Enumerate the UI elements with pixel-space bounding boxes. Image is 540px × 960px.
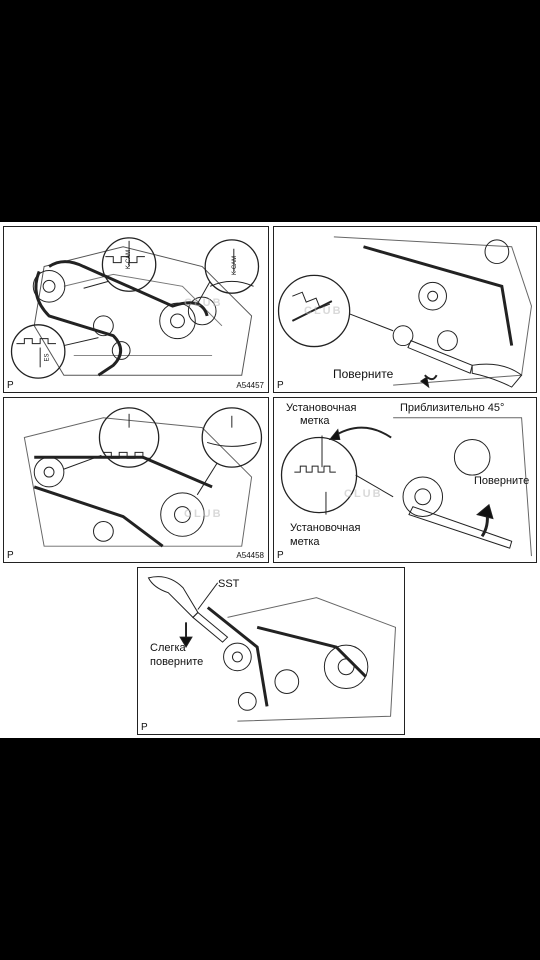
watermark: CLUB (184, 297, 223, 309)
set-mark-top-line2: метка (300, 415, 330, 427)
slight-turn-line2: поверните (150, 656, 204, 668)
turn-label: Поверните (474, 475, 530, 487)
engine-drawing-2 (277, 236, 532, 389)
sst-label: SST (218, 578, 240, 590)
panel-corner-letter: P (277, 550, 284, 561)
mark-es: ES (44, 353, 51, 362)
approx-45-label: Приблизительно 45° (400, 402, 505, 414)
panel-timing-marks-2: CLUB P A54458 (3, 397, 269, 563)
slight-turn-line1: Слегка (150, 642, 186, 654)
mark-k-cam-a: K-CAM (126, 249, 133, 270)
panel-sst-tool: SST Слегка поверните P (137, 567, 405, 735)
panel-turn-wrench: Поверните CLUB P (273, 226, 537, 393)
mark-k-cam-b: K-CAM (232, 255, 239, 276)
figure-code: A54457 (236, 381, 264, 390)
panel-corner-letter: P (7, 380, 14, 391)
panel-corner-letter: P (7, 550, 14, 561)
watermark: CLUB (304, 305, 343, 317)
figure-code: A54458 (236, 551, 264, 560)
watermark: CLUB (344, 488, 383, 500)
set-mark-bottom-line1: Установочная (290, 522, 361, 534)
panel-corner-letter: P (277, 380, 284, 391)
set-mark-top-line1: Установочная (286, 402, 357, 414)
engine-drawing-3 (23, 407, 263, 548)
watermark: CLUB (184, 508, 223, 520)
set-mark-bottom-line2: метка (290, 536, 320, 548)
turn-label: Поверните (333, 367, 394, 381)
engine-drawing-5 (147, 576, 397, 722)
manual-sheet: K-CAM K-CAM ES CLUB P A54457 (0, 222, 540, 738)
engine-drawing-4 (280, 417, 532, 557)
panel-timing-marks-1: K-CAM K-CAM ES CLUB P A54457 (3, 226, 269, 393)
engine-drawing-1 (10, 237, 260, 379)
panel-corner-letter: P (141, 722, 148, 733)
panel-rotate-45: Установочная метка Приблизительно 45° По… (273, 397, 537, 563)
